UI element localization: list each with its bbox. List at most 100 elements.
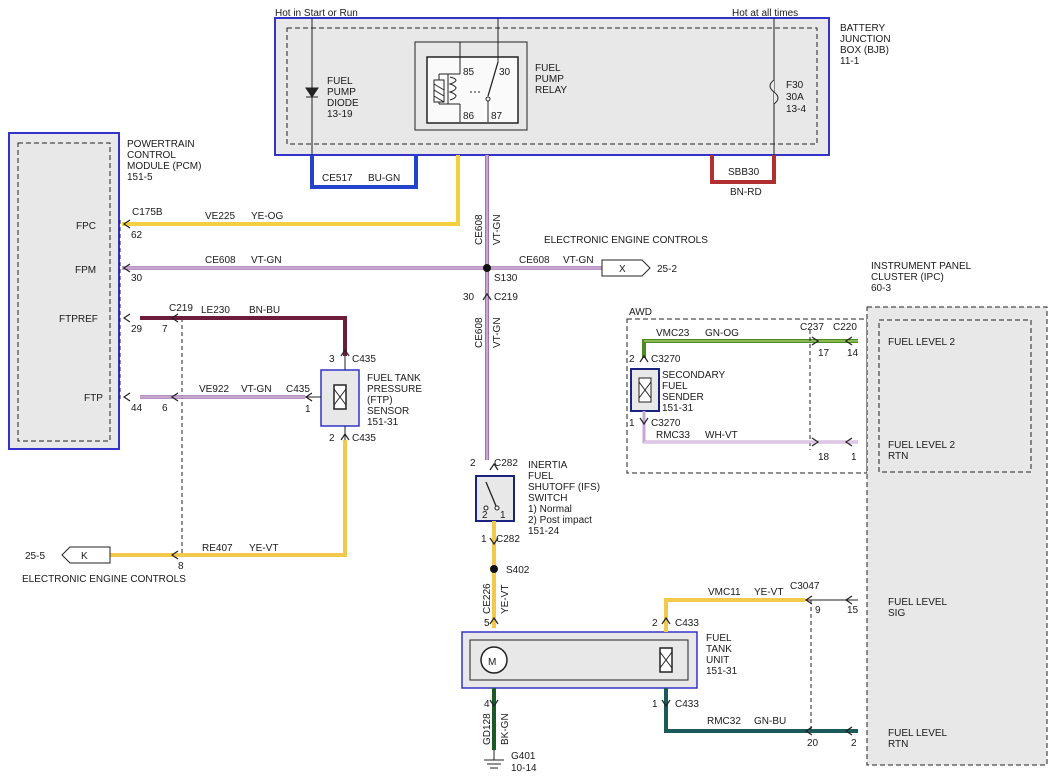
eec-bottom: ELECTRONIC ENGINE CONTROLS (22, 574, 186, 585)
ipc-pin-2: 2 (851, 738, 857, 749)
pcm-pin-8: 8 (178, 561, 184, 572)
ce226-color: YE-VT (500, 585, 511, 614)
battery-junction-box: Hot in Start or Run Hot at all times BAT… (274, 8, 891, 198)
ifs-c282-bottom: C282 (496, 534, 520, 545)
ve922-c435: C435 (286, 384, 310, 395)
awd-section: AWD VMC23 GN-OG C237 C220 17 14 2 C3270 … (626, 307, 868, 474)
ipc-title-3: 60-3 (871, 283, 891, 294)
sbb30-wire (710, 155, 776, 184)
pcm-wires: VE225 YE-OG CE608 VT-GN CE608 VT-GN LE23… (110, 155, 602, 557)
relay-pin-30: 30 (499, 67, 511, 78)
ifs-pin-2: 2 (470, 458, 476, 469)
pcm-module: POWERTRAIN CONTROL MODULE (PCM) 151-5 FP… (8, 132, 201, 572)
re407-wire (110, 440, 347, 557)
splice-s402-label: S402 (506, 565, 530, 576)
ftu-title-1: FUEL (706, 633, 732, 644)
central-wiring: CE608 VT-GN CE608 VT-GN S130 30 C219 ELE… (22, 155, 708, 585)
ifs-title-3: SHUTOFF (IFS) (528, 482, 600, 493)
eec-top: ELECTRONIC ENGINE CONTROLS (544, 235, 708, 246)
bjb-outline (274, 17, 830, 156)
x-reference-page: 25-2 (657, 264, 677, 275)
diode-icon (305, 87, 319, 98)
diode-label-3: DIODE (327, 98, 359, 109)
ftu-c433-top: C433 (675, 618, 699, 629)
awd-pin-1: 1 (629, 418, 635, 429)
rmc33-label: RMC33 (656, 430, 690, 441)
le230-color: BN-BU (249, 305, 280, 316)
bjb-title-1: BATTERY (840, 23, 886, 34)
le230-wire (140, 316, 347, 356)
ftp-pin-1: 1 (305, 404, 311, 415)
ifs-inner-pin-1: 1 (500, 510, 506, 521)
relay-label-1: FUEL (535, 63, 561, 74)
ce226-label: CE226 (482, 583, 493, 614)
awd-c3270-top: C3270 (651, 354, 681, 365)
ftp-title-2: PRESSURE (367, 384, 422, 395)
splice-s130-label: S130 (494, 273, 518, 284)
ipc-flrtn-1: FUEL LEVEL (888, 728, 948, 739)
ftu-title-3: UNIT (706, 655, 729, 666)
ftu-pin-2: 2 (652, 618, 658, 629)
ce517-label: CE517 (322, 173, 353, 184)
ce517-wire (310, 155, 418, 189)
awd-c3270-bottom: C3270 (651, 418, 681, 429)
ipc-module: INSTRUMENT PANEL CLUSTER (IPC) 60-3 FUEL… (866, 261, 1048, 766)
fuse-label-3: 13-4 (786, 104, 806, 115)
relay-label-2: PUMP (535, 74, 564, 85)
relay-switch-arm (487, 61, 499, 97)
relay-pin-85: 85 (463, 67, 475, 78)
pcm-c219: C219 (169, 303, 193, 314)
pcm-title-3: MODULE (PCM) (127, 161, 201, 172)
bjb-hot-start-run: Hot in Start or Run (275, 8, 358, 19)
fuel-level-wires: VMC11 YE-VT C3047 9 15 RMC32 GN-BU 20 2 (664, 581, 859, 749)
ipc-title-1: INSTRUMENT PANEL (871, 261, 972, 272)
pcm-pin-29: 29 (131, 324, 143, 335)
ftp-title-4: SENSOR (367, 406, 409, 417)
vmc11-wire (664, 598, 805, 632)
awd-label: AWD (629, 307, 652, 318)
ifs-c282-top: C282 (494, 458, 518, 469)
ftu-title-2: TANK (706, 644, 732, 655)
ce517-color: BU-GN (368, 173, 400, 184)
ve922-label: VE922 (199, 384, 229, 395)
awd-pin-18: 18 (818, 452, 830, 463)
c219-pin30: 30 (463, 292, 475, 303)
g401-label: G401 (511, 751, 536, 762)
sbb30-color: BN-RD (730, 187, 762, 198)
fuel-pump-motor-icon (480, 646, 508, 674)
pcm-pin-6: 6 (162, 403, 168, 414)
ftu-title-4: 151-31 (706, 666, 738, 677)
awd-pin-14: 14 (847, 348, 859, 359)
ipc-pin-15: 15 (847, 605, 859, 616)
ftp-pin-2: 2 (329, 433, 335, 444)
ce608-vert-color-1: VT-GN (492, 214, 503, 245)
ipc-flsig-1: FUEL LEVEL (888, 597, 948, 608)
ipc-flrtn-2: RTN (888, 739, 908, 750)
ftp-c435-bottom: C435 (352, 433, 376, 444)
diode-label-1: FUEL (327, 76, 353, 87)
ifs-title-1: INERTIA (528, 460, 568, 471)
bjb-hot-all-times: Hot at all times (732, 8, 798, 19)
splice-s130 (483, 264, 491, 272)
le230-label: LE230 (201, 305, 230, 316)
c219-label-central: C219 (494, 292, 518, 303)
ipc-pin-9: 9 (815, 605, 821, 616)
ipc-fuel-level-2: FUEL LEVEL 2 (888, 337, 956, 348)
pcm-ftp: FTP (84, 393, 103, 404)
bjb-inner-dash (286, 27, 818, 145)
ifs-title-7: 151-24 (528, 526, 560, 537)
sender-title-3: SENDER (662, 392, 704, 403)
vmc11-label: VMC11 (708, 587, 741, 598)
ftp-c435-top: C435 (352, 354, 376, 365)
awd-c237: C237 (800, 322, 824, 333)
ftu-pin-5: 5 (484, 618, 490, 629)
ipc-fl2rtn-2: RTN (888, 451, 908, 462)
pcm-pin-7: 7 (162, 324, 168, 335)
connector-arrows (122, 219, 853, 736)
ftp-pin-3: 3 (329, 354, 335, 365)
ve225-wire (122, 155, 460, 226)
awd-pin-2: 2 (629, 354, 635, 365)
ce608-vert-label-1: CE608 (474, 214, 485, 245)
vmc23-label: VMC23 (656, 328, 690, 339)
